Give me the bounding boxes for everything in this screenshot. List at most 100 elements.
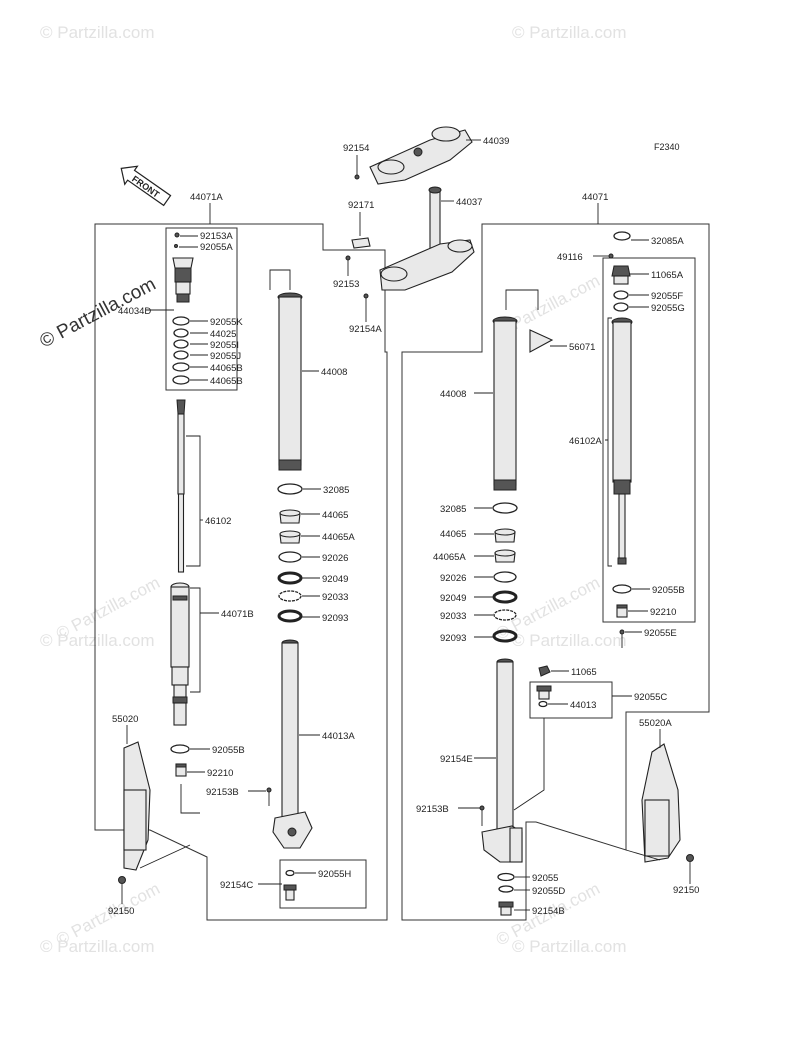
part-label: 55020A: [639, 718, 672, 729]
part-44037-stem-lower-clamp: [379, 186, 475, 291]
group-title-right: 44071: [582, 192, 608, 203]
watermark: © Partzilla.com: [512, 631, 627, 650]
part-label: 92210: [207, 768, 233, 779]
part-56071-label: [529, 329, 554, 353]
part-44008-outer-tube-right: [492, 316, 518, 491]
part-label: 92154A: [349, 324, 382, 335]
part-55020a-fork-guard: [641, 743, 681, 863]
part-label: 92153B: [206, 787, 239, 798]
watermark: © Partzilla.com: [40, 937, 155, 956]
part-label: 11065: [571, 667, 597, 678]
part-label: 11065A: [651, 270, 684, 281]
part-label: 92154C: [220, 880, 253, 891]
part-label: 92049: [322, 574, 348, 585]
right-assembly-frame: [401, 223, 710, 921]
part-label: 92055D: [532, 886, 565, 897]
part-label: 32085: [323, 485, 349, 496]
part-44039-upper-clamp: [369, 126, 473, 185]
part-label: 92055F: [651, 291, 683, 302]
part-label: 49116: [557, 252, 583, 263]
part-label: 92055I: [210, 340, 239, 351]
part-92153a: [174, 232, 180, 238]
part-44013-inner-tube-right: [481, 658, 523, 863]
part-label: 44065B: [210, 363, 243, 374]
part-92154e: [536, 685, 552, 700]
part-46102a-cartridge: [611, 317, 633, 565]
part-label: 92093: [440, 633, 466, 644]
cartridge-box: [165, 227, 238, 391]
part-label: 92055H: [318, 869, 351, 880]
figure-code: F2340: [654, 142, 680, 152]
part-label: 92153A: [200, 231, 233, 242]
part-label: 92150: [108, 906, 134, 917]
part-label: 92154E: [440, 754, 473, 765]
part-label: 92154B: [532, 906, 565, 917]
part-label: 32085A: [651, 236, 684, 247]
part-label: 92055K: [210, 317, 243, 328]
part-label: 92026: [440, 573, 466, 584]
part-44013a-inner-tube-left: [272, 639, 313, 849]
right-cartridge-box: [602, 257, 696, 623]
part-label: 92055G: [651, 303, 685, 314]
part-label: 92171: [348, 200, 374, 211]
left-kit-box: [279, 859, 367, 909]
part-label: 92153: [333, 279, 359, 290]
part-label: 92055B: [652, 585, 685, 596]
part-44008-outer-tube-left: [277, 292, 303, 471]
part-92171-clamp: [351, 237, 371, 249]
part-44034d: [172, 257, 194, 303]
part-46102-damper-rod: [176, 399, 186, 573]
part-label: 44065B: [210, 376, 243, 387]
part-label: 44065A: [433, 552, 466, 563]
part-92210: [175, 763, 187, 777]
part-label: 44013: [570, 700, 596, 711]
part-label: 44071B: [221, 609, 254, 620]
part-label: 92055: [532, 873, 558, 884]
part-label: 92154: [343, 143, 369, 154]
part-92154c: [283, 884, 297, 901]
part-44071b-cylinder: [170, 582, 190, 726]
part-label: 92033: [440, 611, 466, 622]
part-label: 92055C: [634, 692, 667, 703]
watermark: © Partzilla.com: [40, 23, 155, 42]
part-92154b: [498, 901, 514, 916]
part-label: 92055A: [200, 242, 233, 253]
group-title-left: 44071A: [190, 192, 223, 203]
part-label: 46102: [205, 516, 231, 527]
part-label: 92093: [322, 613, 348, 624]
part-label: 44039: [483, 136, 509, 147]
part-label: 92153B: [416, 804, 449, 815]
part-11065: [538, 665, 551, 677]
part-label: 32085: [440, 504, 466, 515]
part-label: 44008: [440, 389, 466, 400]
part-label: 44065: [440, 529, 466, 540]
part-label: 44065A: [322, 532, 355, 543]
part-label: 92026: [322, 553, 348, 564]
part-label: 92210: [650, 607, 676, 618]
front-arrow-icon: FRONT: [120, 165, 172, 207]
watermark: © Partzilla.com: [512, 937, 627, 956]
part-label: 92150: [673, 885, 699, 896]
part-label: 92033: [322, 592, 348, 603]
watermark: © Partzilla.com: [40, 631, 155, 650]
part-label: 92055B: [212, 745, 245, 756]
part-55020-fork-guard: [123, 741, 151, 871]
part-label: 44034D: [118, 306, 151, 317]
part-label: 92049: [440, 593, 466, 604]
part-label: 56071: [569, 342, 595, 353]
part-label: 44065: [322, 510, 348, 521]
part-label: 46102A: [569, 436, 602, 447]
part-label: 92055E: [644, 628, 677, 639]
part-11065a: [611, 265, 631, 285]
part-label: 92055J: [210, 351, 241, 362]
right-kit-box: [529, 681, 613, 719]
part-label: 55020: [112, 714, 138, 725]
part-label: 44008: [321, 367, 347, 378]
part-label: 44037: [456, 197, 482, 208]
part-92210-right: [616, 604, 628, 618]
watermark: © Partzilla.com: [512, 23, 627, 42]
part-label: 44025: [210, 329, 236, 340]
part-label: 44013A: [322, 731, 355, 742]
